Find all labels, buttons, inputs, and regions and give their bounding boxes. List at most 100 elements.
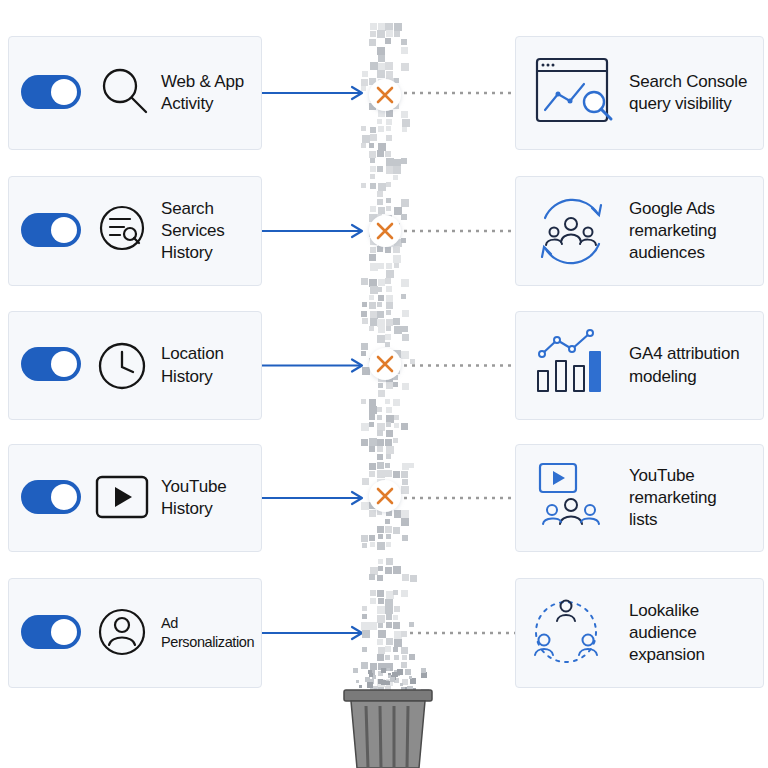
pixel-fragment: [362, 630, 370, 638]
pixel-fragment: [361, 662, 368, 669]
pixel-fragment: [378, 559, 383, 564]
pixel-fragment: [394, 78, 399, 83]
pixel-fragment: [377, 454, 383, 460]
pixel-fragment: [377, 526, 384, 533]
pixel-fragment: [388, 673, 391, 676]
pixel-fragment: [386, 510, 392, 516]
pixel-fragment: [369, 214, 377, 222]
pixel-fragment: [393, 527, 400, 534]
pixel-fragment: [394, 606, 400, 612]
pixel-fragment: [402, 334, 409, 341]
pixel-fragment: [370, 567, 378, 575]
pixel-fragment: [386, 239, 394, 247]
pixel-fragment: [401, 158, 407, 164]
search-history-icon: [101, 207, 143, 249]
pixel-fragment: [377, 287, 382, 292]
pixel-fragment: [393, 103, 399, 109]
pixel-fragment: [369, 622, 377, 630]
pixel-fragment: [378, 566, 383, 571]
pixel-fragment: [377, 486, 382, 491]
pixel-fragment: [386, 119, 392, 125]
pixel-fragment: [401, 662, 407, 668]
pixel-fragment: [388, 675, 391, 678]
pixel-fragment: [393, 367, 400, 374]
pixel-fragment: [369, 446, 375, 452]
pixel-fragment: [377, 311, 384, 318]
pixel-fragment: [385, 686, 391, 692]
pixel-fragment: [369, 438, 377, 446]
pixel-fragment: [370, 127, 376, 133]
pixel-fragment: [394, 655, 399, 660]
pixel-fragment: [386, 679, 393, 686]
pixel-fragment: [401, 63, 409, 71]
pixel-fragment: [405, 687, 410, 692]
pixel-fragment: [386, 638, 393, 645]
pixel-fragment: [386, 681, 390, 685]
pixel-fragment: [401, 214, 407, 220]
flow-connector: [262, 360, 515, 372]
pixel-fragment: [377, 423, 385, 431]
pixel-fragment: [385, 526, 392, 533]
pixel-fragment: [370, 670, 375, 675]
pixel-fragment: [361, 86, 366, 91]
pixel-fragment: [385, 655, 390, 660]
pixel-fragment: [369, 103, 376, 110]
pixel-fragment: [377, 70, 385, 78]
pixel-fragment: [394, 495, 399, 500]
lookalike-icon: [535, 601, 597, 663]
capability-box: YouTube remarketing lists: [515, 444, 764, 552]
pixel-fragment: [386, 71, 393, 78]
toggle-switch: [21, 480, 81, 514]
box-label: Ad Personalization: [161, 614, 261, 652]
pixel-fragment: [369, 279, 377, 287]
pixel-fragment: [377, 470, 385, 478]
pixel-fragment: [393, 375, 398, 380]
pixel-fragment: [401, 351, 409, 359]
pixel-fragment: [362, 478, 369, 485]
pixel-fragment: [372, 675, 376, 679]
pixel-fragment: [409, 676, 412, 679]
pixel-fragment: [386, 614, 392, 620]
box-label: YouTube remarketing lists: [629, 465, 734, 531]
pixel-fragment: [385, 278, 391, 284]
pixel-fragment: [369, 510, 376, 517]
pixel-fragment: [401, 647, 408, 654]
pixel-fragment: [387, 668, 390, 671]
pixel-fragment: [384, 680, 389, 685]
pixel-fragment: [394, 87, 399, 92]
pixel-fragment: [377, 30, 385, 38]
pixel-fragment: [402, 310, 409, 317]
pixel-fragment: [401, 510, 409, 518]
pixel-fragment: [402, 326, 408, 332]
pixel-fragment: [401, 199, 409, 207]
pixel-fragment: [402, 479, 408, 485]
box-label: GA4 attribution modeling: [629, 343, 757, 387]
pixel-fragment: [377, 335, 385, 343]
pixel-fragment: [385, 463, 390, 468]
pixel-fragment: [407, 687, 410, 690]
pixel-fragment: [361, 311, 367, 317]
pixel-fragment: [393, 647, 398, 652]
pixel-fragment: [378, 295, 384, 301]
box-label: Google Ads remarketing audiences: [629, 198, 734, 264]
pixel-fragment: [393, 399, 400, 406]
pixel-fragment: [369, 295, 374, 300]
pixel-fragment: [369, 502, 376, 509]
pixel-fragment: [378, 383, 383, 388]
pixel-fragment: [404, 691, 409, 696]
pixel-fragment: [394, 23, 402, 31]
pixel-fragment: [386, 430, 393, 437]
pixel-fragment: [369, 471, 375, 477]
pixel-fragment: [361, 423, 369, 431]
pixel-fragment: [377, 191, 383, 197]
pixel-fragment: [386, 263, 392, 269]
clock-icon: [100, 344, 144, 388]
pixel-fragment: [369, 254, 376, 261]
pixel-fragment: [365, 677, 370, 682]
pixel-fragment: [386, 622, 392, 628]
pixel-fragment: [369, 302, 376, 309]
pixel-fragment: [369, 679, 374, 684]
pixel-fragment: [385, 680, 389, 684]
pixel-fragment: [386, 326, 391, 331]
pixel-fragment: [386, 407, 392, 413]
